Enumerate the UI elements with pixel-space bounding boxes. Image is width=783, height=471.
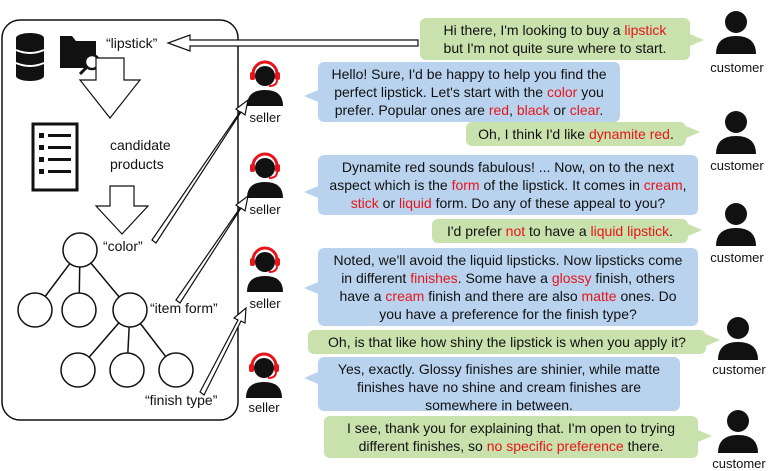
highlighted-term: cream <box>385 288 425 304</box>
message-text: aspect which is the <box>329 177 452 193</box>
customer-avatar-icon <box>716 11 756 54</box>
highlighted-term: finishes <box>410 270 458 286</box>
message-text: you <box>577 84 604 100</box>
message-text: prefer. Popular ones are <box>334 102 489 118</box>
message-text: Oh, is that like how shiny the lipstick … <box>328 334 686 350</box>
message-text: in different <box>341 270 411 286</box>
attribute-item-form-label: “item form” <box>150 300 218 316</box>
message-text: Yes, exactly. Glossy finishes are shinie… <box>337 361 661 377</box>
seller-headset-avatar-icon <box>245 60 285 108</box>
highlighted-term: glossy <box>551 270 592 286</box>
pipeline-frame <box>1 19 239 421</box>
customer-message-3: I'd prefer not to have a liquid lipstick… <box>432 219 688 243</box>
customer-message-2: Oh, I think I'd like dynamite red. <box>466 122 686 146</box>
customer-label: customer <box>710 158 764 173</box>
candidate-label-line2: products <box>110 156 164 172</box>
message-text: finish, others <box>591 270 675 286</box>
tree-icon <box>17 232 194 388</box>
message-text: . <box>669 126 674 142</box>
seller-message-2: Dynamite red sounds fabulous! ... Now, o… <box>318 155 698 215</box>
message-text: Dynamite red sounds fabulous! ... Now, o… <box>341 159 675 175</box>
flow-arrow-1 <box>78 57 142 119</box>
highlighted-term: dynamite red <box>589 126 670 142</box>
message-text: finishes have no shine and cream finishe… <box>356 379 642 395</box>
database-icon <box>15 33 45 81</box>
highlighted-term: color <box>546 84 578 100</box>
customer-avatar-icon <box>718 317 758 360</box>
seller-label: seller <box>249 110 281 125</box>
flow-arrow-2 <box>94 185 150 235</box>
message-text: I see, thank you for explaining that. I'… <box>347 420 675 436</box>
customer-message-4: Oh, is that like how shiny the lipstick … <box>308 330 706 354</box>
customer-message-5: I see, thank you for explaining that. I'… <box>324 416 698 458</box>
message-text: . <box>599 102 604 118</box>
seller-headset-avatar-icon <box>245 246 285 294</box>
message-text: Noted, we'll avoid the liquid lipsticks.… <box>333 252 683 268</box>
folder-search-icon <box>60 36 101 76</box>
message-text: but I'm not quite sure where to start. <box>443 40 667 56</box>
message-text: , <box>509 102 517 118</box>
message-text: Oh, I think I'd like <box>478 126 589 142</box>
highlighted-term: black <box>516 102 550 118</box>
highlighted-term: liquid lipstick <box>590 223 670 239</box>
seller-label: seller <box>248 400 280 415</box>
highlighted-term: matte <box>581 288 617 304</box>
message-text: I'd prefer <box>446 223 506 239</box>
query-arrow <box>166 34 419 52</box>
seller-headset-avatar-icon <box>245 152 285 200</box>
highlighted-term: form <box>451 177 480 193</box>
seller-message-3: Noted, we'll avoid the liquid lipsticks.… <box>318 248 698 326</box>
color-arrow <box>151 98 249 244</box>
list-document-icon <box>31 122 79 192</box>
message-text: perfect lipstick. Let's start with the <box>334 84 547 100</box>
seller-headset-avatar-icon <box>244 352 284 400</box>
query-label: “lipstick” <box>106 35 158 51</box>
customer-avatar-icon <box>716 111 756 154</box>
message-text: Hello! Sure, I'd be happy to help you fi… <box>331 66 607 82</box>
message-text: somewhere in between. <box>425 397 573 413</box>
attribute-finish-type-label: “finish type” <box>145 392 218 408</box>
message-text: different finishes, so <box>358 438 487 454</box>
highlighted-term: no specific preference <box>486 438 624 454</box>
highlighted-term: red <box>488 102 510 118</box>
message-text: finish and there are also <box>424 288 582 304</box>
customer-message-1: Hi there, I'm looking to buy a lipstick b… <box>420 18 690 60</box>
highlighted-term: liquid <box>399 195 432 211</box>
highlighted-term: lipstick <box>624 22 667 38</box>
seller-label: seller <box>249 202 281 217</box>
message-text: ones. Do <box>616 288 677 304</box>
customer-label: customer <box>712 456 766 471</box>
message-text: or <box>378 195 400 211</box>
message-text: . <box>669 223 674 239</box>
finish-type-arrow <box>199 306 247 396</box>
message-text: you have a preference for the finish typ… <box>379 306 637 322</box>
highlighted-term: stick <box>350 195 379 211</box>
highlighted-term: clear <box>569 102 600 118</box>
message-text: , <box>682 177 687 193</box>
highlighted-term: cream <box>643 177 683 193</box>
seller-message-4: Yes, exactly. Glossy finishes are shinie… <box>318 357 680 413</box>
candidate-label-line1: candidate <box>110 137 171 153</box>
message-text: there. <box>623 438 664 454</box>
message-text: have a <box>339 288 386 304</box>
customer-avatar-icon <box>718 410 758 453</box>
customer-label: customer <box>710 250 764 265</box>
customer-label: customer <box>710 60 764 75</box>
message-text: . Some have a <box>457 270 552 286</box>
item-form-arrow <box>175 194 249 304</box>
seller-label: seller <box>249 296 281 311</box>
message-text: form. Do any of these appeal to you? <box>431 195 666 211</box>
message-text: Hi there, I'm looking to buy a <box>443 22 625 38</box>
message-text: of the lipstick. It comes in <box>479 177 644 193</box>
attribute-color-label: “color” <box>103 238 143 254</box>
highlighted-term: not <box>505 223 526 239</box>
seller-message-1: Hello! Sure, I'd be happy to help you fi… <box>318 62 620 122</box>
customer-avatar-icon <box>716 203 756 246</box>
customer-label: customer <box>712 362 766 377</box>
message-text: or <box>549 102 570 118</box>
message-text: to have a <box>525 223 591 239</box>
